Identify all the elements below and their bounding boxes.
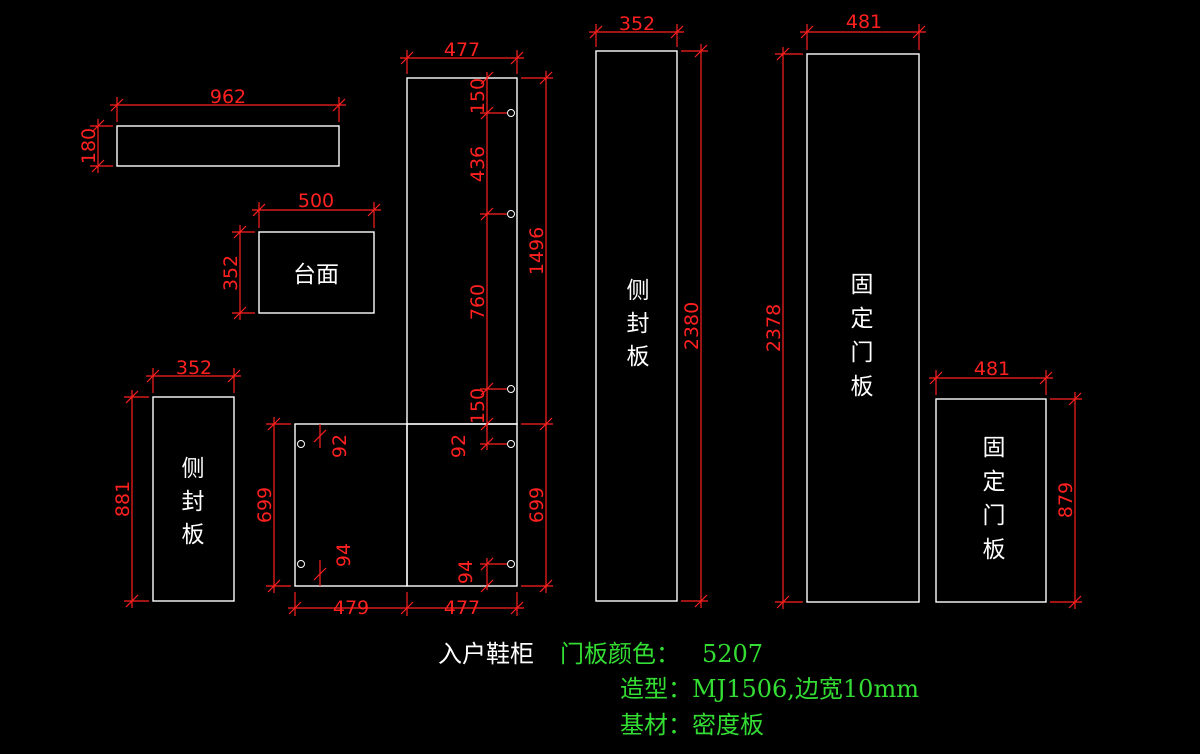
note-color-value: 5207	[702, 640, 763, 668]
note-color-label: 门板颜色：	[560, 640, 680, 668]
tall-side-label-char: 板	[627, 344, 650, 370]
dim-small-fixed-height: 879	[1055, 482, 1077, 518]
dim-lower-left-height: 699	[254, 487, 276, 523]
dim-lower-right-width: 477	[444, 597, 480, 619]
tall-side-label-char: 封	[627, 311, 650, 337]
dim-upper-total: 1496	[526, 227, 548, 275]
dim-hinge-seg-3: 760	[467, 284, 489, 320]
top-shelf-panel	[116, 125, 340, 167]
small-fixed-door	[935, 398, 1047, 603]
dim-tall-fixed-height: 2378	[763, 304, 785, 352]
note-material: 基材：密度板	[620, 711, 764, 739]
small-fixed-label-char: 定	[983, 469, 1006, 495]
dim-hinge-seg-2: 436	[467, 146, 489, 182]
dim-hinge-offset-top-right: 92	[448, 434, 470, 458]
tall-fixed-label-char: 板	[851, 374, 874, 400]
small-side-label-char: 封	[182, 489, 205, 515]
dim-counter-width: 500	[298, 190, 334, 212]
dim-small-side-width: 352	[176, 357, 212, 379]
small-side-panel	[152, 396, 235, 602]
tall-upper-door	[406, 77, 518, 425]
dim-small-side-height: 881	[112, 481, 134, 517]
counter-label: 台面	[293, 262, 339, 288]
tall-side-label-char: 侧	[627, 278, 650, 304]
hinge-hole	[507, 109, 515, 117]
hinge-hole	[507, 440, 515, 448]
dimension-texts: 962 180 500 352 477 150 436 760 150 1496…	[78, 11, 1077, 619]
dimension-lines	[90, 24, 1082, 616]
small-side-label-char: 侧	[182, 456, 205, 482]
dim-hinge-offset-top-left: 92	[329, 434, 351, 458]
small-fixed-label-char: 固	[983, 435, 1006, 461]
dim-hinge-seg-4: 150	[467, 388, 489, 424]
panel-labels: 台面 侧 封 板 侧 封 板 固 定 门 板 固 定 门 板	[182, 262, 1006, 563]
dim-top-shelf-height: 180	[78, 128, 100, 164]
small-fixed-label-char: 门	[983, 503, 1006, 529]
panels	[116, 50, 1047, 603]
hinge-holes	[297, 109, 515, 568]
counter-panel	[258, 231, 375, 314]
dim-top-shelf-width: 962	[210, 86, 246, 108]
dim-hinge-offset-bottom-left: 94	[333, 543, 355, 567]
note-title: 入户鞋柜	[438, 640, 534, 668]
dim-tall-side-width: 352	[619, 13, 655, 35]
hinge-hole	[297, 560, 305, 568]
notes: 入户鞋柜 门板颜色： 5207 造型：MJ1506,边宽10mm 基材：密度板	[438, 640, 919, 739]
hinge-hole	[507, 560, 515, 568]
tall-fixed-label-char: 定	[851, 306, 874, 332]
note-style: 造型：MJ1506,边宽10mm	[620, 675, 919, 703]
tall-side-panel	[595, 50, 678, 602]
dim-hinge-offset-bottom-right: 94	[455, 560, 477, 584]
small-side-label-char: 板	[182, 522, 205, 548]
dim-hinge-seg-1: 150	[467, 78, 489, 114]
dim-tall-side-height: 2380	[681, 302, 703, 350]
tall-fixed-label-char: 固	[851, 272, 874, 298]
dim-lower-left-width: 479	[333, 597, 369, 619]
tall-fixed-door	[806, 53, 920, 603]
small-fixed-label-char: 板	[983, 537, 1006, 563]
dim-counter-depth: 352	[220, 255, 242, 291]
lower-right-door	[406, 423, 518, 587]
dim-lower-right-height: 699	[526, 487, 548, 523]
hinge-hole	[507, 385, 515, 393]
dim-small-fixed-width: 481	[974, 358, 1010, 380]
tall-fixed-label-char: 门	[851, 340, 874, 366]
dim-tall-fixed-width: 481	[846, 11, 882, 33]
hinge-hole	[297, 440, 305, 448]
dim-tall-door-width: 477	[444, 39, 480, 61]
hinge-hole	[507, 210, 515, 218]
